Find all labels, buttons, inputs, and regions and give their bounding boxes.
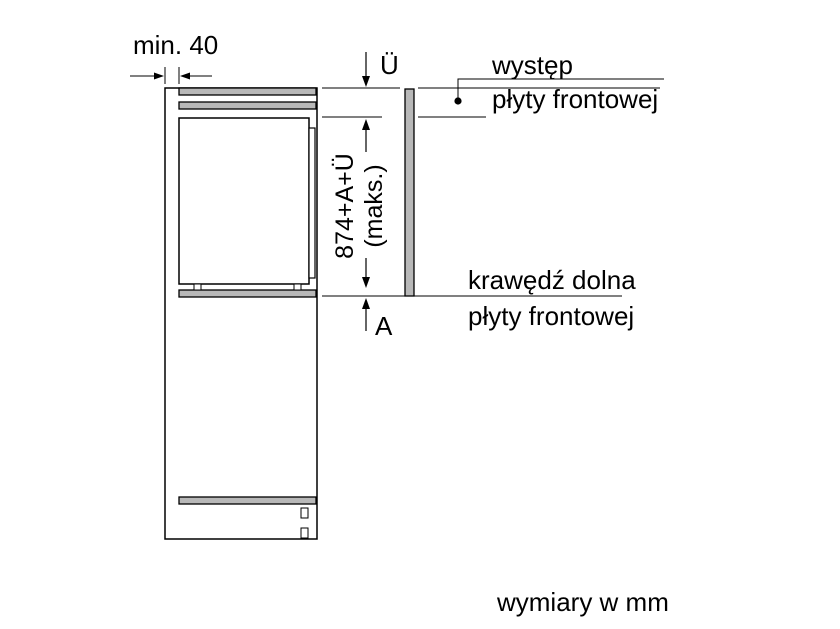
overhang-dot — [454, 97, 462, 105]
bottom-edge-label-line2: płyty frontowej — [468, 301, 635, 331]
dimension-arrowhead-up — [362, 119, 370, 130]
overhang-symbol-label: Ü — [380, 50, 399, 80]
bottom-edge-label-line1: krawędź dolna — [468, 265, 636, 295]
u-arrowhead — [362, 76, 370, 87]
overhang-label-line1: występ — [492, 50, 573, 80]
bottom-bracket-2 — [300, 527, 309, 539]
front-panel — [404, 88, 415, 297]
a-symbol-label: A — [375, 311, 393, 341]
min-clearance-label: min. 40 — [133, 30, 219, 60]
min-clearance-arrowhead-left — [154, 72, 164, 80]
upper-shelf — [178, 101, 317, 110]
a-arrowhead — [362, 298, 370, 309]
shelf-bracket-left — [193, 283, 202, 291]
overhang-label-line2: płyty frontowej — [492, 84, 659, 114]
dimension-label-line2: (maks.) — [360, 164, 388, 248]
min-clearance-arrowhead-right — [180, 72, 190, 80]
bottom-shelf — [178, 496, 317, 505]
dimension-arrowhead-down — [362, 277, 370, 288]
dimension-label-line1: 874+A+Ü — [331, 153, 359, 259]
overhang-leader — [457, 78, 664, 101]
bottom-bracket-1 — [300, 507, 309, 519]
shelf-bracket-right — [293, 283, 302, 291]
appliance-side-strip — [308, 127, 316, 279]
appliance-body — [178, 117, 310, 285]
top-shelf — [178, 87, 317, 96]
units-note: wymiary w mm — [497, 587, 669, 617]
lower-shelf — [178, 289, 317, 298]
dimension-label: 874+A+Ü (maks.) — [331, 153, 389, 259]
